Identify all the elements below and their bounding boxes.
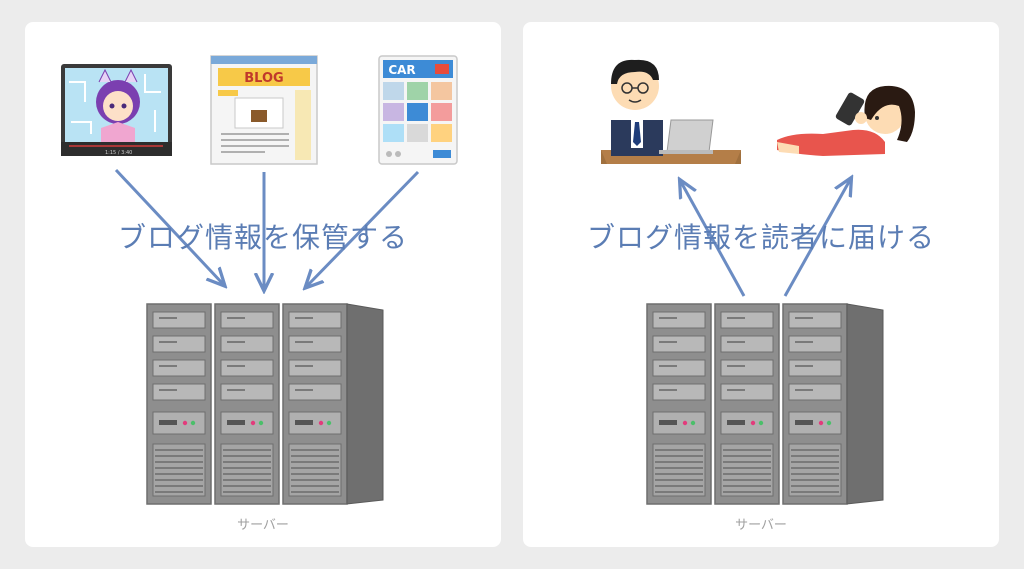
arrow-server-to-woman xyxy=(783,180,850,297)
deliver-caption: ブログ情報を読者に届ける xyxy=(586,221,935,254)
woman-smartphone-icon xyxy=(777,85,915,156)
arrow-server-to-businessman xyxy=(681,182,746,297)
blog-banner-text: BLOG xyxy=(244,71,283,86)
car-banner-text: CAR xyxy=(388,63,415,77)
panel-deliver: ブログ情報を読者に届ける サーバー xyxy=(523,22,999,547)
store-caption: ブログ情報を保管する xyxy=(117,221,408,254)
server-label: サーバー xyxy=(735,518,787,533)
store-diagram: 1:15 / 3:40 BLOG CAR xyxy=(61,55,458,547)
arrow-video-to-server xyxy=(114,168,223,284)
video-time: 1:15 / 3:40 xyxy=(105,150,132,156)
car-site-icon: CAR xyxy=(378,55,458,165)
blog-page-icon: BLOG xyxy=(210,55,318,165)
deliver-diagram xyxy=(601,59,915,547)
panel-store: 1:15 / 3:40 BLOG CAR xyxy=(25,22,501,547)
arrow-car-to-server xyxy=(307,170,420,286)
server-rack-icon xyxy=(647,304,883,504)
video-player-icon: 1:15 / 3:40 xyxy=(61,64,172,156)
businessman-laptop-icon xyxy=(601,59,741,164)
server-label: サーバー xyxy=(237,518,289,533)
server-rack-icon xyxy=(147,304,383,504)
